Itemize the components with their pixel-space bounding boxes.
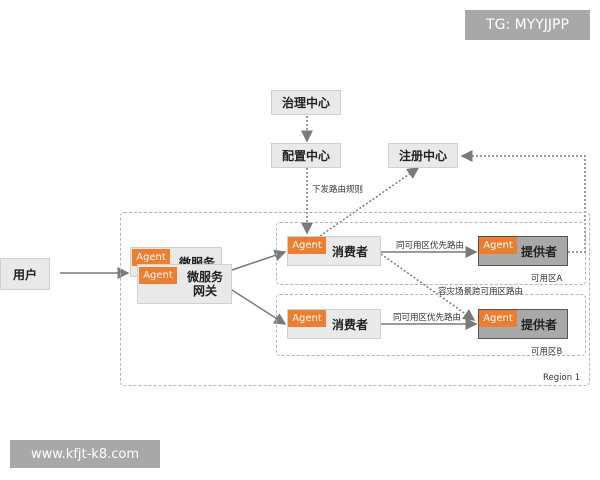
provider-b-label: 提供者 — [520, 317, 557, 332]
edge-provider-registry — [460, 150, 586, 253]
zone-b-box — [276, 294, 586, 356]
provider-a-label: 提供者 — [520, 244, 557, 259]
zone-a-box — [276, 222, 586, 285]
edge-cross-zone — [380, 253, 476, 321]
consumer-b-label: 消费者 — [331, 317, 368, 332]
registry-center-node: 注册中心 — [388, 143, 458, 168]
gateway-front-box: 微服务 网关 — [137, 264, 232, 304]
config-center-node: 配置中心 — [271, 143, 341, 168]
config-push-label: 下发路由规则 — [312, 185, 364, 195]
governance-center-node: 治理中心 — [271, 90, 341, 115]
user-node: 用户 — [0, 258, 50, 290]
consumer-a-label: 消费者 — [331, 244, 368, 259]
zone-b-label: 可用区B — [531, 347, 563, 357]
gateway-agent-back: Agent — [132, 249, 170, 266]
gateway-agent-front: Agent — [139, 267, 177, 284]
region-label: Region 1 — [543, 373, 581, 383]
gateway-front-label: 微服务 网关 — [186, 270, 223, 298]
cross-zone-label: 容灾场景跨可用区路由 — [438, 287, 524, 297]
same-zone-a-label: 同可用区优先路由 — [396, 241, 465, 251]
consumer-a-agent: Agent — [288, 237, 326, 254]
same-zone-b-label: 同可用区优先路由 — [393, 313, 462, 323]
tg-watermark: TG: MYYJJPP — [465, 10, 590, 40]
provider-a-agent: Agent — [479, 237, 517, 254]
provider-b-agent: Agent — [479, 310, 517, 327]
consumer-b-agent: Agent — [288, 310, 326, 327]
region-box — [120, 212, 590, 386]
zone-a-label: 可用区A — [531, 274, 563, 284]
url-watermark: www.kfjt-k8.com — [10, 440, 160, 468]
